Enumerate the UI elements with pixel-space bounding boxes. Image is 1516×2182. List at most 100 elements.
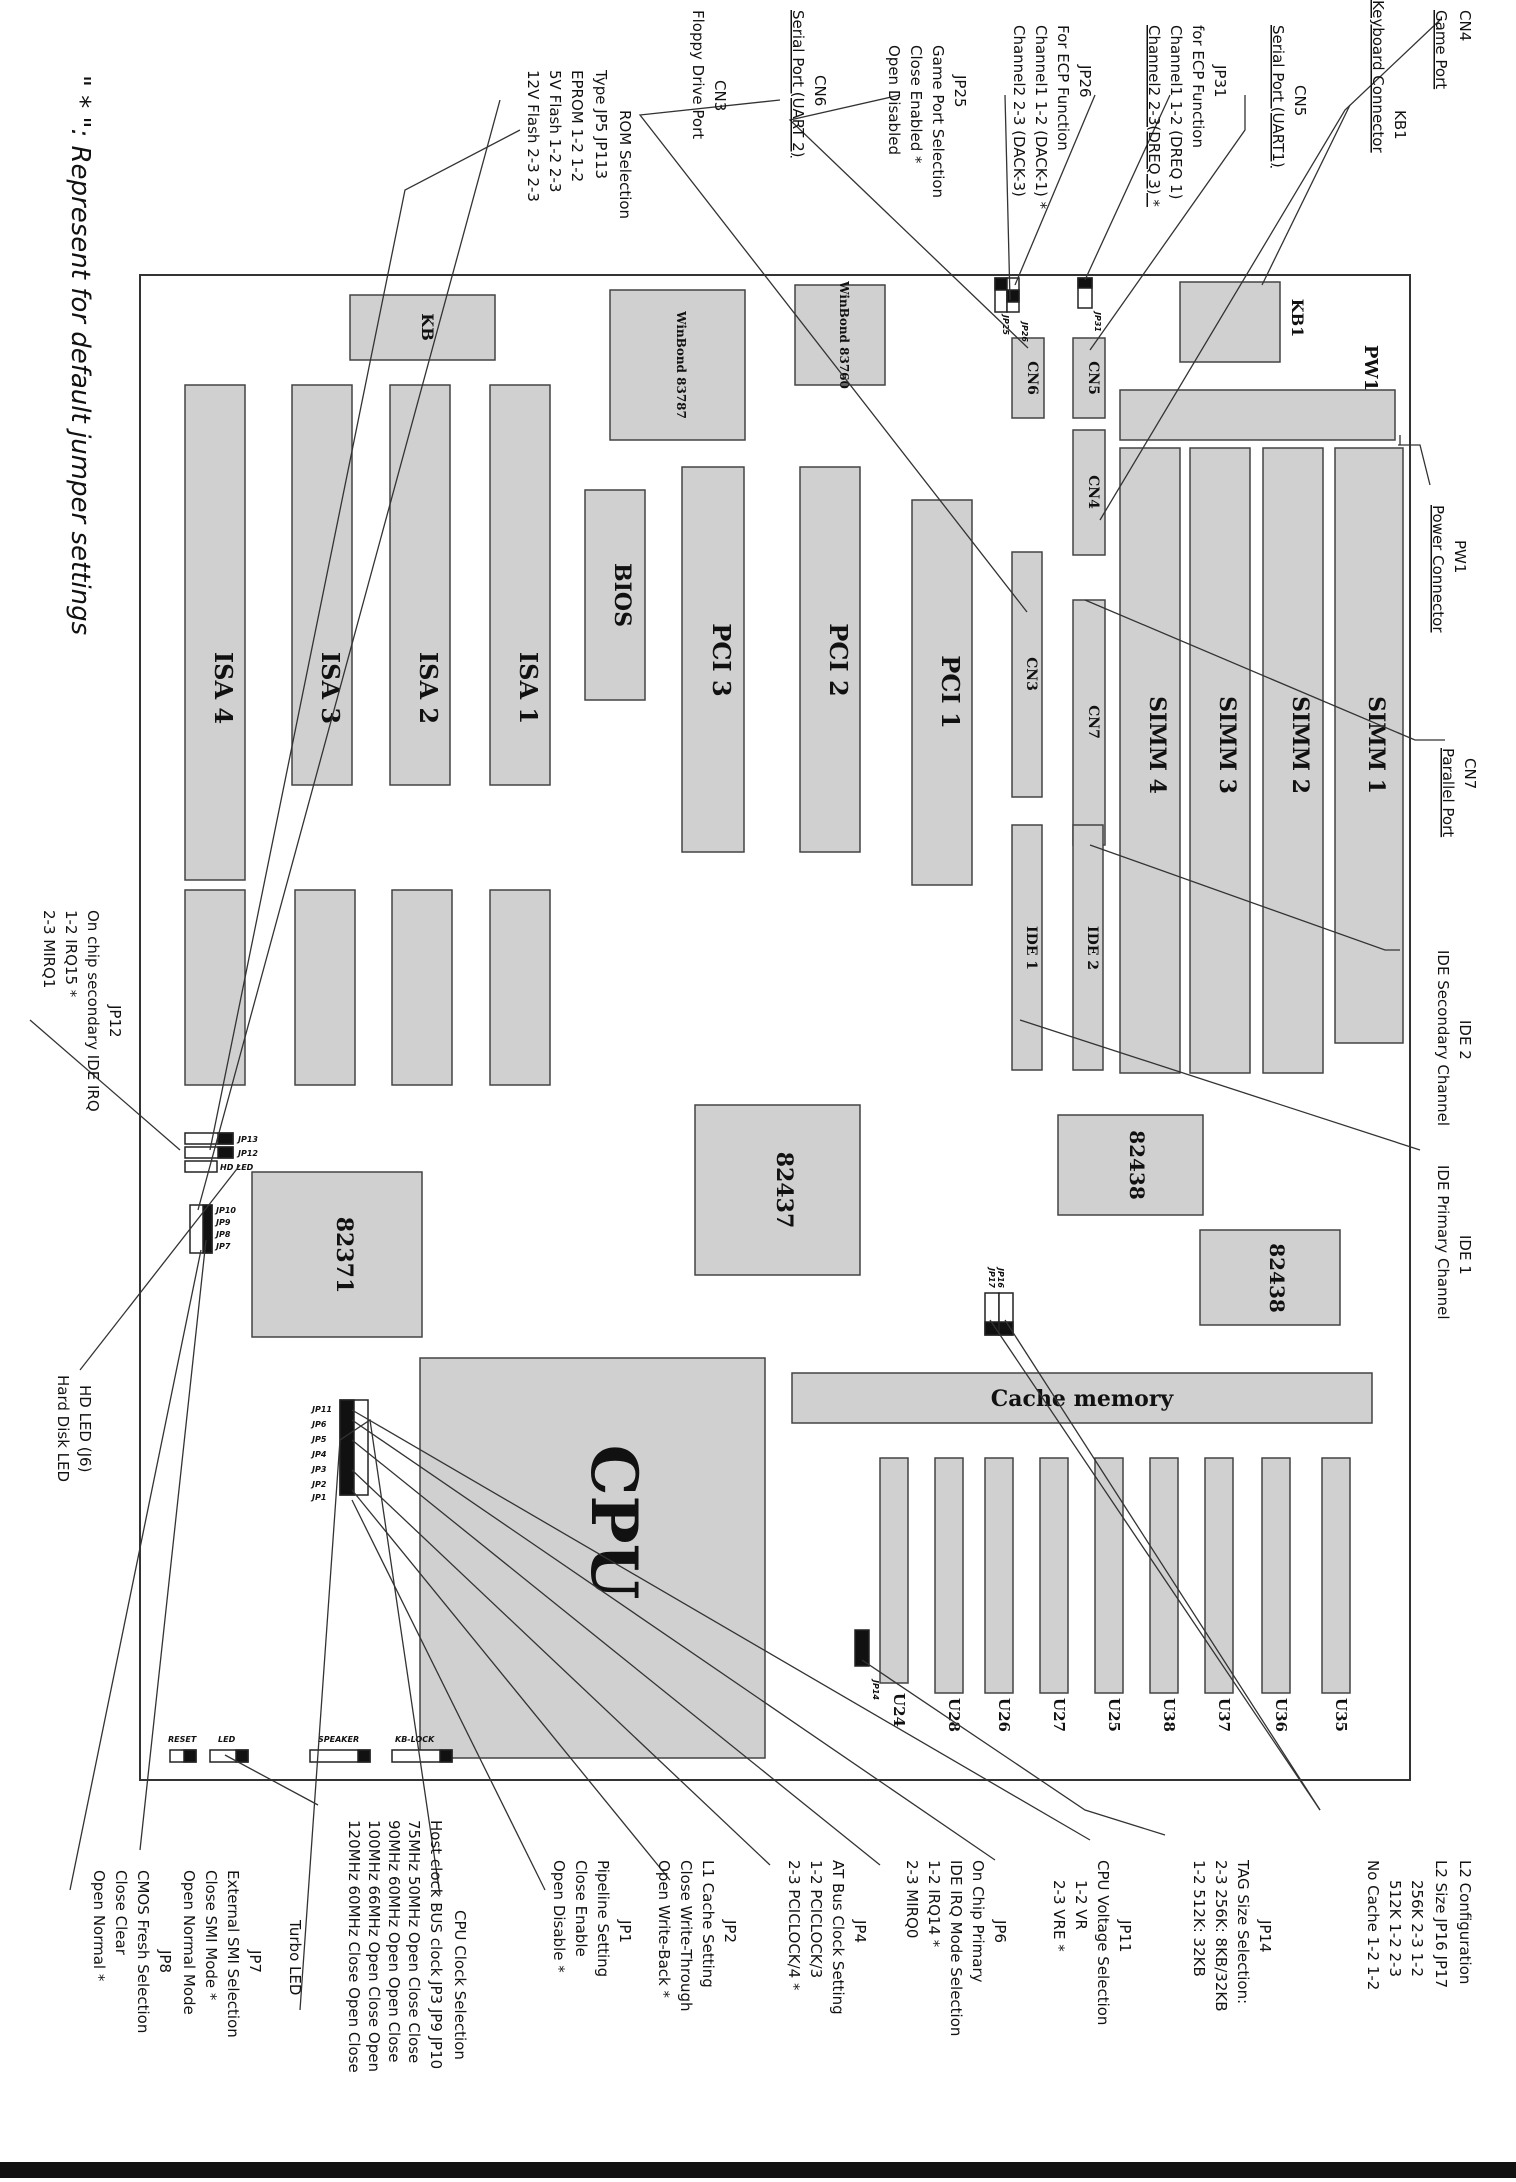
jlabel-jp7: JP7 xyxy=(214,1242,231,1251)
callout-cn7: CN7 Parallel Port xyxy=(1439,748,1479,837)
callout-hdled: HD LED (J6) Hard Disk LED xyxy=(54,1375,94,1482)
jlabel-jp25: JP25 xyxy=(1001,313,1010,335)
callout-cn5-title: CN5 xyxy=(1291,85,1309,116)
callout-jp11-l2: 1-2 VR xyxy=(1072,1880,1090,1930)
callout-ide1-title: IDE 1 xyxy=(1456,1235,1474,1275)
chip-82438-b xyxy=(1199,1229,1341,1326)
callout-jp31-l1: for ECP Function xyxy=(1189,25,1207,148)
callout-jp31-title: JP31 xyxy=(1211,64,1229,98)
callout-jp12: JP12 On chip secondary IDE IRQ 1-2 IRQ15… xyxy=(40,910,124,1112)
label-82438b: 82438 xyxy=(1265,1243,1289,1313)
callout-cn4-desc: Game Port xyxy=(1432,10,1450,89)
callout-jp31-l3: Channel2 2-3(DREQ 3) * xyxy=(1145,25,1163,207)
callout-kb1-title: KB1 xyxy=(1391,110,1409,140)
isa1-slot xyxy=(489,384,551,786)
callout-kb1-desc: Keyboard Connector xyxy=(1369,0,1387,153)
isa2-slot xyxy=(389,384,451,786)
simm3-slot xyxy=(1189,447,1251,1074)
callout-jp2: JP2 L1 Cache Setting Close Write-Through… xyxy=(655,1860,739,2012)
u37-chip xyxy=(1204,1457,1234,1694)
label-cache: Cache memory xyxy=(991,1386,1175,1412)
callout-clock-title: CPU Clock Selection xyxy=(451,1910,469,2060)
callout-cn3-title: CN3 xyxy=(711,80,729,111)
jlabel-jp8: JP8 xyxy=(214,1230,231,1239)
callout-cn7-title: CN7 xyxy=(1461,758,1479,789)
jlabel-jp1: JP1 xyxy=(310,1493,326,1502)
simm4-slot xyxy=(1119,447,1181,1074)
pci3-slot xyxy=(681,466,745,853)
label-simm4: SIMM 4 xyxy=(1144,696,1170,794)
callout-l2-l4: No Cache 1-2 1-2 xyxy=(1364,1860,1382,1990)
callout-jp6-l3: 1-2 IRQ14 * xyxy=(925,1860,943,1948)
label-cn3: CN3 xyxy=(1023,657,1039,691)
jlabel-jp6: JP6 xyxy=(310,1420,327,1429)
label-isa4: ISA 4 xyxy=(209,652,238,724)
callout-rom-l1: Type JP5 JP113 xyxy=(592,69,610,179)
callout-cn4-title: CN4 xyxy=(1456,10,1474,41)
callout-hdled-desc: Hard Disk LED xyxy=(54,1375,72,1482)
callout-jp7-title: JP7 xyxy=(246,1949,264,1973)
callout-kb1: KB1 Keyboard Connector xyxy=(1369,0,1409,153)
callout-l2-l3: 512K 1-2 2-3 xyxy=(1386,1880,1404,1977)
callout-jp4-title: JP4 xyxy=(851,1919,869,1943)
label-simm2: SIMM 2 xyxy=(1287,696,1313,794)
callout-jp25: JP25 Game Port Selection Close Enabled *… xyxy=(885,45,969,198)
cn4-connector xyxy=(1072,429,1106,556)
callout-jp25-title: JP25 xyxy=(951,74,969,108)
callout-cn3: CN3 Floppy Drive Port xyxy=(689,10,729,139)
callout-jp6-title: JP6 xyxy=(991,1919,1009,1943)
callout-clock-l2: 75MHz 50MHz Open Close Close xyxy=(405,1820,423,2063)
callout-hdled-title: HD LED (J6) xyxy=(76,1385,94,1472)
pci1-slot xyxy=(911,499,973,886)
callout-ide1: IDE 1 IDE Primary Channel xyxy=(1434,1165,1474,1320)
chip-82438-a xyxy=(1057,1114,1204,1216)
label-winbond1: WinBond 83760 xyxy=(837,280,851,389)
u38-chip xyxy=(1149,1457,1179,1694)
callout-l2: L2 Configuration L2 Size JP16 JP17 256K … xyxy=(1364,1860,1474,1990)
jlabel-hdled: HD LED xyxy=(220,1163,254,1172)
label-u24: U24 xyxy=(890,1693,908,1727)
label-pci3: PCI 3 xyxy=(707,623,736,696)
callout-jp7-l3: Open Normal Mode xyxy=(180,1870,198,2015)
label-kb-chip: KB xyxy=(418,313,437,340)
jlabel-jp17: JP17 xyxy=(987,1266,996,1288)
callout-jp8-title: JP8 xyxy=(156,1949,174,1973)
callout-jp1-l3: Open Disable * xyxy=(550,1860,568,1973)
isa4-slot xyxy=(184,384,246,881)
u26-chip xyxy=(984,1457,1014,1694)
callout-jp1-l1: Pipeline Setting xyxy=(594,1860,612,1977)
winbond-83760-chip xyxy=(794,284,886,386)
callout-turbo-title: Turbo LED xyxy=(286,1919,304,1995)
callout-jp25-l2: Close Enabled * xyxy=(907,45,925,164)
callout-jp7-l2: Close SMI Mode * xyxy=(202,1870,220,2001)
label-u37: U37 xyxy=(1215,1698,1233,1732)
jlabel-speaker: SPEAKER xyxy=(318,1735,359,1744)
callout-jp25-l1: Game Port Selection xyxy=(929,45,947,198)
label-u36: U36 xyxy=(1272,1698,1290,1732)
bios-chip xyxy=(584,489,646,701)
u36-chip xyxy=(1261,1457,1291,1694)
callout-jp11: JP11 CPU Voltage Selection 1-2 VR 2-3 VR… xyxy=(1050,1860,1134,2025)
callout-turbo: Turbo LED xyxy=(286,1919,304,1995)
callout-clock-l3: 90MHz 60MHz Open Open Close xyxy=(385,1820,403,2062)
callout-jp8-l1: CMOS Fresh Selection xyxy=(134,1870,152,2033)
callout-jp2-l3: Open Write-Back * xyxy=(655,1860,673,1998)
callout-jp2-title: JP2 xyxy=(721,1919,739,1943)
label-isa1: ISA 1 xyxy=(514,652,543,724)
label-ide1: IDE 1 xyxy=(1023,926,1039,970)
jlabel-jp16: JP16 xyxy=(996,1266,1005,1288)
bottom-scan-edge xyxy=(0,2162,1516,2178)
callout-jp12-l2: 1-2 IRQ15 * xyxy=(62,910,80,998)
callout-jp4: JP4 AT Bus Clock Setting 1-2 PCICLOCK/3 … xyxy=(785,1860,869,2015)
jlabel-jp3: JP3 xyxy=(310,1465,327,1474)
label-u27: U27 xyxy=(1050,1698,1068,1732)
callout-jp6-l2: IDE IRQ Mode Selection xyxy=(947,1860,965,2036)
callout-jp1-title: JP1 xyxy=(616,1919,634,1943)
label-simm1: SIMM 1 xyxy=(1363,696,1389,794)
callout-rom-title: ROM Selection xyxy=(616,110,634,219)
label-pw1: PW1 xyxy=(1360,345,1381,391)
jlabel-jp13: JP13 xyxy=(236,1135,258,1144)
label-u26: U26 xyxy=(995,1698,1013,1732)
callout-jp26-l3: Channel2 2-3 (DACK-3) xyxy=(1010,25,1028,197)
